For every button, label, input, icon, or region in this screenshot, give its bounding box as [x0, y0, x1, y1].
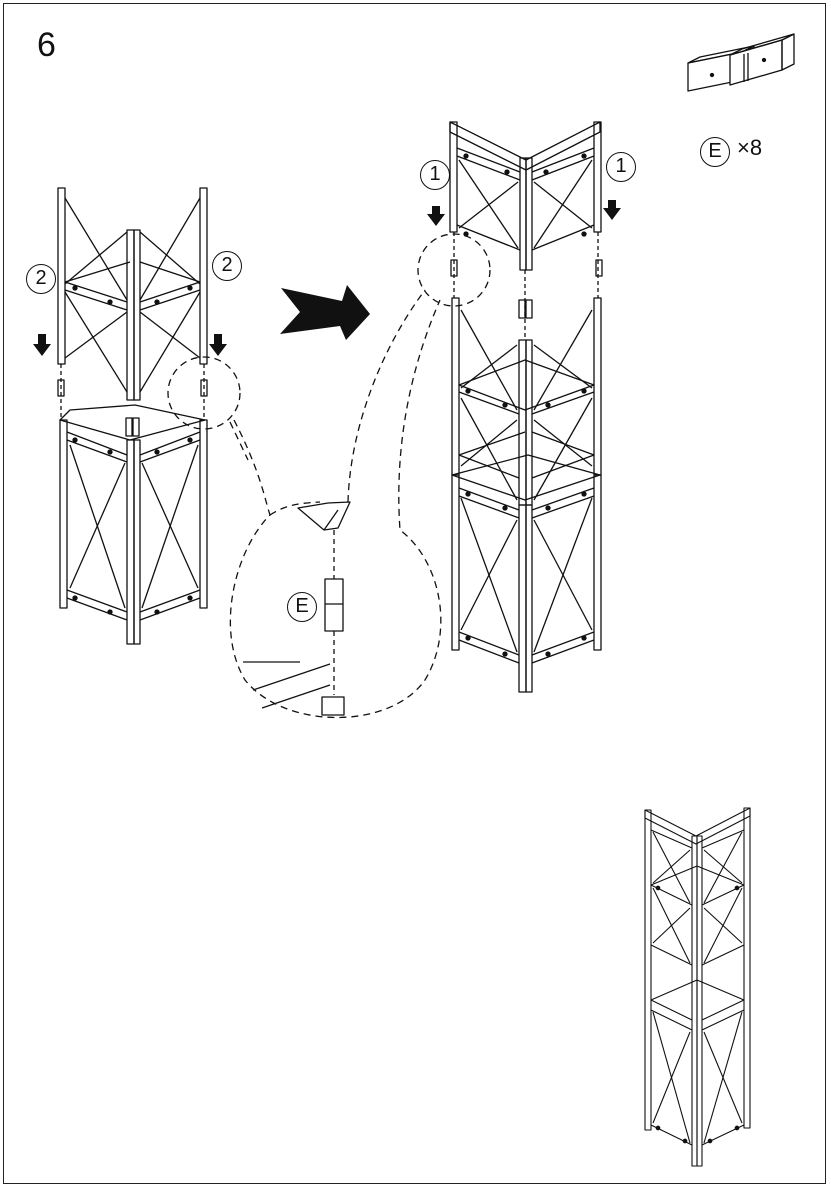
left-upper-unit: [57, 187, 208, 401]
right-down-arrows: [427, 200, 621, 226]
left-down-arrows: [33, 334, 227, 356]
callout-left-panel-1: 2: [26, 264, 56, 294]
callout-right-panel-1: 1: [420, 160, 450, 190]
callout-left-panel-2: 2: [212, 251, 242, 281]
right-top-unit: [449, 121, 602, 271]
instruction-page-frame: [3, 3, 826, 1184]
part-e-label: E: [700, 137, 730, 167]
detail-magnified-view: [243, 501, 351, 716]
part-quantity: ×8: [737, 135, 763, 160]
right-connector-pins: [450, 232, 603, 340]
step-number: 6: [37, 26, 56, 64]
connector-part-icon: [687, 33, 795, 92]
left-lower-unit: [59, 404, 208, 645]
right-middle-unit: [451, 297, 602, 506]
progress-arrow: [280, 285, 370, 340]
left-connector-pins: [57, 364, 208, 437]
detail-part-label: E: [287, 592, 317, 622]
finished-shelf-unit: [644, 807, 751, 1167]
callout-right-panel-2: 1: [606, 152, 636, 182]
